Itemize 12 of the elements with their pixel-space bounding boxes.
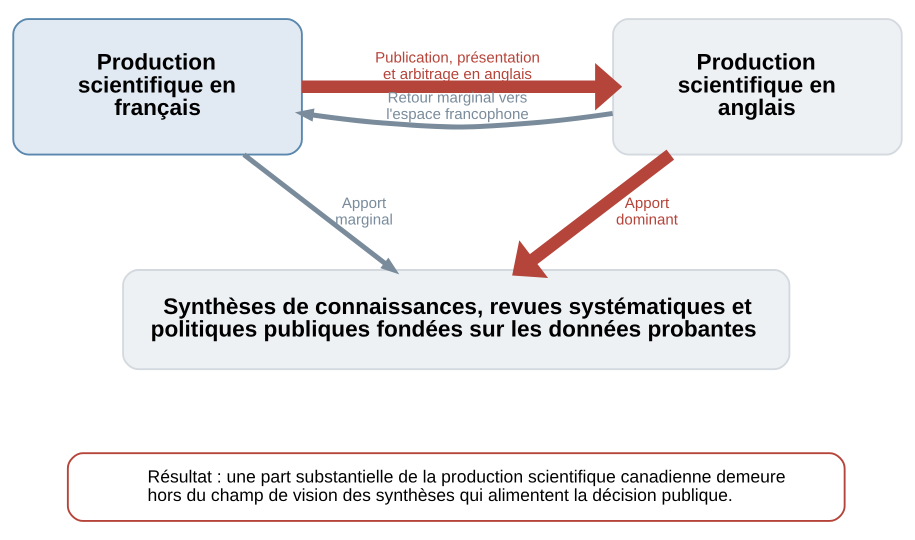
node-box: Résultat : une part substantielle de la production scientifique canadienne demeure hors du champ de vision des synthèses qui alimentent la décision publique. bbox=[66, 452, 846, 522]
arrow bbox=[242, 152, 400, 274]
edge-label: Publication, présentation et arbitrage en anglais bbox=[375, 49, 540, 83]
arrow bbox=[512, 150, 674, 278]
arrow bbox=[294, 108, 613, 130]
node-box: Production scientifique en français bbox=[12, 18, 303, 156]
edge-label: Apport dominant bbox=[616, 195, 678, 228]
edge-label: Apport marginal bbox=[335, 195, 393, 228]
node-box: Production scientifique en anglais bbox=[612, 18, 903, 156]
node-box: Synthèses de connaissances, revues systématiques et politiques publiques fondées sur les données probantes bbox=[122, 269, 790, 370]
edge-label: Retour marginal vers l'espace francophone bbox=[386, 90, 529, 123]
arrow bbox=[302, 63, 622, 110]
